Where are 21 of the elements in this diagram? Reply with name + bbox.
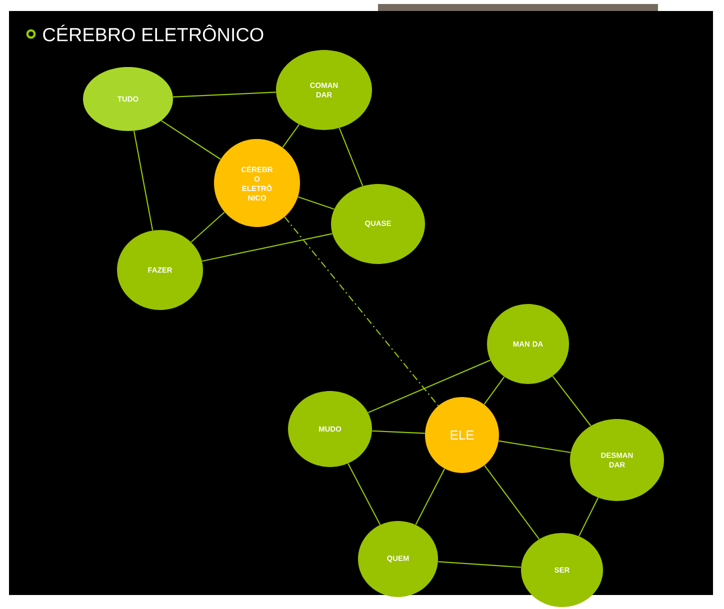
connector-line <box>284 216 439 406</box>
connector-line <box>484 376 505 405</box>
connector-line <box>484 465 540 540</box>
connector-line <box>438 561 521 568</box>
connector-line <box>190 212 225 243</box>
connector-line <box>348 463 381 526</box>
connector-line <box>202 233 332 262</box>
connector-line <box>415 468 446 525</box>
connector-line <box>368 360 491 414</box>
connector-line <box>498 440 571 454</box>
connector-line <box>133 130 154 230</box>
connector-line <box>282 124 300 148</box>
connector-line <box>173 92 276 98</box>
connector-line <box>552 376 592 426</box>
connector-line <box>578 498 599 536</box>
connector-line <box>338 128 364 186</box>
connector-line <box>161 120 221 160</box>
title: CÉREBRO ELETRÔNICO <box>43 24 264 42</box>
ellipse-node: ELE <box>425 397 499 473</box>
connector-line <box>372 430 425 434</box>
connector-line <box>298 196 334 210</box>
